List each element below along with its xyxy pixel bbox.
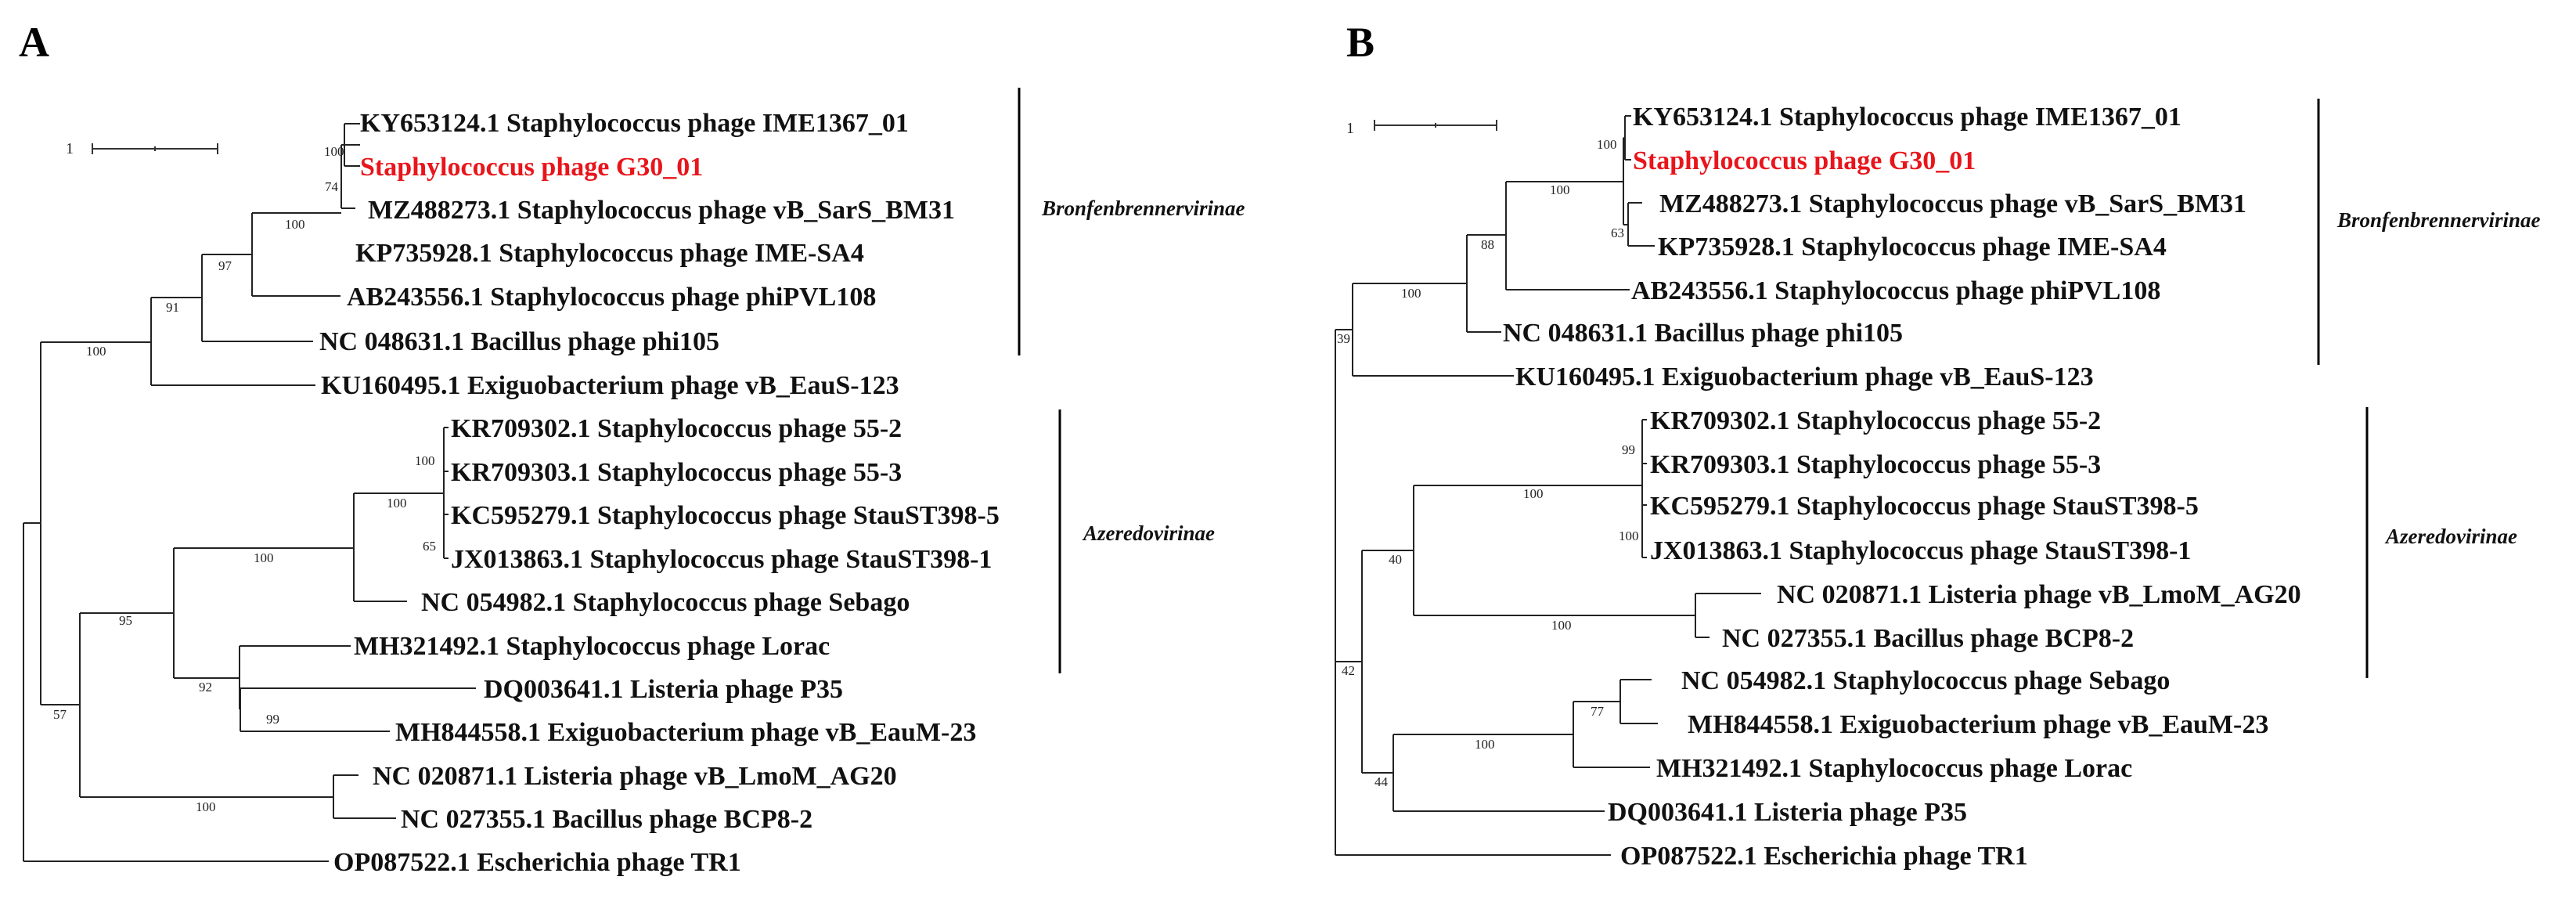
panel-a-leaf-label: KY653124.1 Staphylococcus phage IME1367_… (360, 109, 909, 138)
panel-b-bootstrap-value: 100 (1597, 137, 1617, 152)
panel-a-leaf-label: KU160495.1 Exiguobacterium phage vB_EauS… (321, 371, 899, 400)
panel-a-bootstrap-value: 100 (254, 550, 274, 565)
panel-a-leaf-label: NC 020871.1 Listeria phage vB_LmoM_AG20 (373, 762, 897, 791)
panel-b-leaf-label: KU160495.1 Exiguobacterium phage vB_EauS… (1515, 363, 2094, 391)
panel-a-leaf-label: MH321492.1 Staphylococcus phage Lorac (354, 632, 830, 661)
panel-b-bootstrap-value: 40 (1389, 552, 1402, 567)
panel-b-leaf-label: NC 048631.1 Bacillus phage phi105 (1503, 319, 1903, 348)
panel-a-leaf-label: NC 054982.1 Staphylococcus phage Sebago (421, 588, 910, 617)
panel-a-bootstrap-value: 74 (325, 179, 339, 194)
panel-b-bootstrap-value: 100 (1619, 529, 1639, 543)
panel-b-leaf-label: NC 027355.1 Bacillus phage BCP8-2 (1722, 624, 2134, 653)
panel-a-bootstrap-value: 100 (196, 799, 216, 814)
panel-b-leaf-label: KC595279.1 Staphylococcus phage StauST39… (1650, 492, 2199, 521)
panel-b-bootstrap-value: 63 (1611, 226, 1624, 240)
panel-a-clade-label: Azeredovirinae (1082, 521, 1215, 545)
panel-a-bootstrap-value: 97 (218, 258, 232, 273)
panel-a-bootstrap-value: 100 (324, 144, 344, 159)
panel-b-leaf-label: KP735928.1 Staphylococcus phage IME-SA4 (1658, 233, 2167, 262)
panel-b-scale-label: 1 (1346, 120, 1354, 137)
panel-a-tree-branches (23, 123, 476, 862)
panel-a-leaf-label: MH844558.1 Exiguobacterium phage vB_EauM… (395, 718, 976, 747)
panel-a-leaf-label: OP087522.1 Escherichia phage TR1 (333, 848, 741, 877)
panel-a-leaf-label: KP735928.1 Staphylococcus phage IME-SA4 (355, 239, 864, 268)
panel-b-leaf-label: MZ488273.1 Staphylococcus phage vB_SarS_… (1659, 189, 2246, 218)
panel-b-leaf-label: NC 020871.1 Listeria phage vB_LmoM_AG20 (1777, 580, 2301, 609)
panel-a-bootstrap-value: 92 (199, 680, 212, 695)
panel-b-leaf-label: MH844558.1 Exiguobacterium phage vB_EauM… (1688, 710, 2268, 739)
panel-b-bootstrap-value: 100 (1401, 286, 1421, 301)
panel-b-clade-label: Bronfenbrennervirinae (2336, 208, 2541, 232)
panel-b-bootstrap-value: 42 (1342, 663, 1355, 678)
panel-a-leaf-label: AB243556.1 Staphylococcus phage phiPVL10… (347, 283, 876, 312)
panel-a-leaf-label: MZ488273.1 Staphylococcus phage vB_SarS_… (368, 196, 955, 225)
panel-b-letter: B (1346, 19, 1374, 66)
panel-b-leaf-label: OP087522.1 Escherichia phage TR1 (1620, 842, 2028, 871)
panel-b-leaf-label: AB243556.1 Staphylococcus phage phiPVL10… (1631, 276, 2160, 305)
panel-a-leaf-label: DQ003641.1 Listeria phage P35 (484, 675, 843, 704)
panel-b-bootstrap-value: 77 (1591, 704, 1605, 719)
panel-a-bootstrap-value: 99 (266, 712, 279, 727)
panel-b-bootstrap-value: 100 (1550, 182, 1570, 197)
panel-a-bootstrap-value: 100 (415, 453, 435, 468)
panel-b-bootstrap-value: 100 (1551, 618, 1572, 633)
panel-b-tree-branches (1335, 115, 1761, 856)
panel-a-scale-bar: 1 (66, 140, 218, 157)
panel-a-leaf-label: JX013863.1 Staphylococcus phage StauST39… (451, 545, 992, 574)
panel-a-leaf-label: NC 048631.1 Bacillus phage phi105 (319, 327, 719, 356)
panel-a-letter: A (19, 19, 49, 66)
panel-a-clade-label: Bronfenbrennervirinae (1041, 197, 1245, 220)
panel-b-bootstrap-value: 100 (1475, 737, 1495, 752)
panel-a-bootstrap-value: 65 (423, 539, 436, 554)
panel-b-leaf-label: MH321492.1 Staphylococcus phage Lorac (1656, 754, 2132, 783)
panel-b-bootstrap-value: 44 (1374, 774, 1389, 789)
panel-a-bootstrap-value: 100 (86, 344, 106, 359)
panel-b-leaf-label: DQ003641.1 Listeria phage P35 (1608, 798, 1967, 827)
panel-b-bootstrap-value: 88 (1481, 237, 1494, 252)
panel-a-leaf-label: NC 027355.1 Bacillus phage BCP8-2 (401, 805, 812, 834)
panel-b-leaf-label: KR709302.1 Staphylococcus phage 55-2 (1650, 406, 2101, 435)
panel-b: B 1 (1335, 19, 2541, 871)
panel-a-bootstrap-value: 100 (285, 217, 305, 232)
panel-a-bootstrap-value: 100 (387, 496, 407, 511)
panel-a-scale-label: 1 (66, 140, 74, 157)
panel-b-leaf-label: KR709303.1 Staphylococcus phage 55-3 (1650, 450, 2101, 479)
panel-b-scale-bar: 1 (1346, 120, 1497, 137)
panel-b-leaf-label: NC 054982.1 Staphylococcus phage Sebago (1681, 666, 2170, 695)
panel-b-bootstrap-value: 99 (1622, 442, 1635, 457)
panel-b-leaf-label: JX013863.1 Staphylococcus phage StauST39… (1650, 536, 2191, 565)
panel-b-leaf-label-highlighted: Staphylococcus phage G30_01 (1633, 146, 1976, 175)
panel-b-bootstrap-value: 100 (1523, 486, 1544, 501)
panel-b-leaf-label: KY653124.1 Staphylococcus phage IME1367_… (1633, 103, 2181, 132)
panel-a-leaf-label: KR709302.1 Staphylococcus phage 55-2 (451, 414, 902, 443)
panel-a-bootstrap-value: 95 (119, 613, 132, 628)
panel-a-bootstrap-value: 91 (166, 300, 179, 315)
panel-b-clade-label: Azeredovirinae (2384, 525, 2517, 548)
panel-a-leaf-label-highlighted: Staphylococcus phage G30_01 (360, 153, 703, 182)
panel-a-leaf-label: KR709303.1 Staphylococcus phage 55-3 (451, 458, 902, 487)
panel-a: A 1 (19, 19, 1245, 877)
panel-a-leaf-label: KC595279.1 Staphylococcus phage StauST39… (451, 501, 1000, 530)
panel-b-bootstrap-value: 39 (1337, 331, 1350, 346)
panel-a-bootstrap-value: 57 (53, 707, 67, 722)
